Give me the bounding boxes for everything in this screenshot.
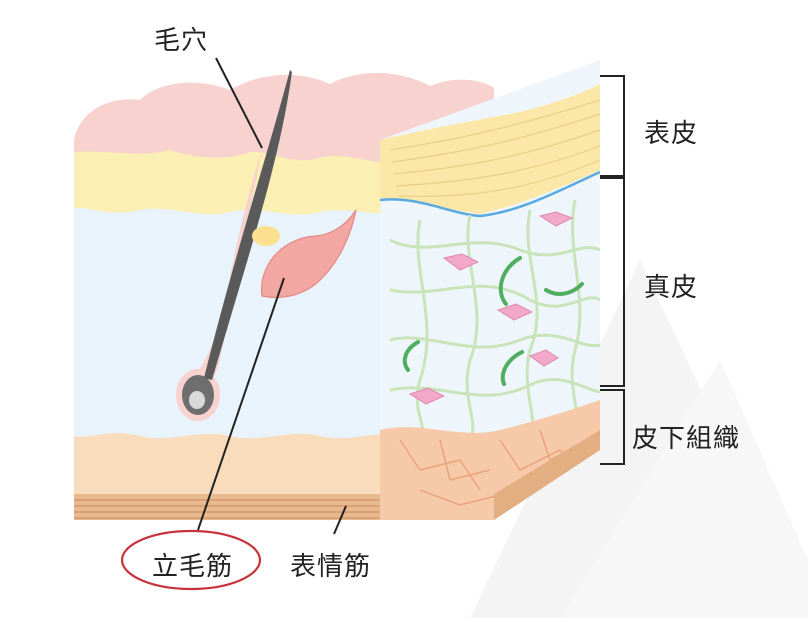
label-subcutaneous: 皮下組織 <box>632 424 741 454</box>
basement-membrane <box>380 170 600 218</box>
collagen-fibers <box>389 199 600 442</box>
background-shape <box>560 360 808 618</box>
subcutaneous-side <box>380 400 600 520</box>
leader-lines <box>197 57 347 535</box>
mimetic-leader <box>333 505 347 535</box>
arrector-leader <box>197 277 285 531</box>
muscle-band-side <box>494 430 600 520</box>
highlight-circle <box>120 529 262 591</box>
layer-brackets <box>600 75 625 465</box>
sebaceous-gland <box>252 226 280 246</box>
label-epidermis: 表皮 <box>644 119 699 149</box>
fibroblast-cells <box>408 211 574 405</box>
subcutaneous-bracket <box>600 389 625 465</box>
dermal-papilla <box>189 391 205 409</box>
hair-shaft <box>204 70 292 380</box>
arrector-pili-muscle <box>260 209 357 299</box>
elastin-fibers <box>402 256 584 386</box>
epidermis-bracket <box>600 75 625 177</box>
cell-pattern <box>389 99 600 197</box>
label-dermis: 真皮 <box>644 273 699 303</box>
pore-leader <box>215 57 263 149</box>
label-arrector-pili: 立毛筋 <box>152 552 234 582</box>
label-mimetic-muscle: 表情筋 <box>290 552 372 582</box>
label-pore: 毛穴 <box>154 26 209 56</box>
dermis-bracket <box>600 177 625 387</box>
